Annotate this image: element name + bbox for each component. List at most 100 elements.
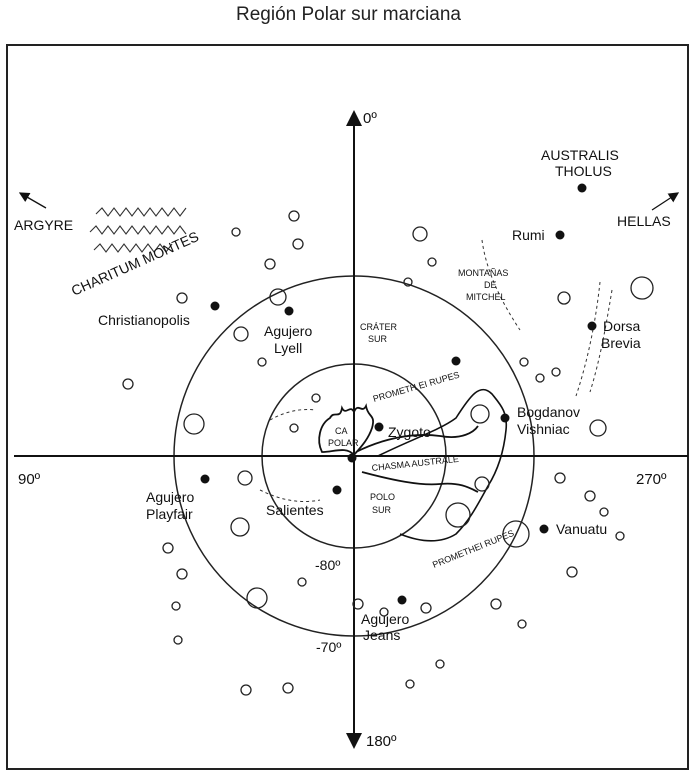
label-bogdanov-2: Vishniac <box>517 421 570 437</box>
crater <box>269 288 287 306</box>
label-polo-1: POLO <box>370 492 395 502</box>
crater <box>470 404 490 424</box>
crater <box>589 419 607 437</box>
direction-hellas: HELLAS <box>617 213 671 229</box>
dot-crater-sur <box>451 356 461 366</box>
crater <box>173 635 183 645</box>
crater <box>246 587 268 609</box>
dot-salientes <box>332 485 342 495</box>
crater <box>122 378 134 390</box>
dot-australis-tholus <box>577 183 587 193</box>
chasma-australe-outline <box>377 388 508 542</box>
crater <box>282 682 294 694</box>
label-montanas-2: DE <box>484 280 497 290</box>
crater <box>584 490 596 502</box>
label-playfair-1: Agujero <box>146 489 194 505</box>
dot-lyell <box>284 306 294 316</box>
label-australis-1: AUSTRALIS <box>541 147 619 163</box>
hellas-arrow <box>651 192 680 211</box>
crater <box>297 577 307 587</box>
crater <box>599 507 609 517</box>
scarp-lines <box>259 239 613 503</box>
label-dorsa-2: Brevia <box>601 335 641 351</box>
crater <box>176 292 188 304</box>
map-title: Región Polar sur marciana <box>236 4 461 25</box>
crater <box>445 502 471 528</box>
axis-label-top: 0º <box>363 110 377 127</box>
crater <box>615 531 625 541</box>
crater <box>474 476 490 492</box>
ring-label-outer: -70º <box>316 639 341 655</box>
label-bogdanov-1: Bogdanov <box>517 404 580 420</box>
crater <box>535 373 545 383</box>
label-lyell-2: Lyell <box>274 340 302 356</box>
dot-vanuatu <box>539 524 549 534</box>
crater <box>257 357 267 367</box>
crater <box>311 393 321 403</box>
charitum-montes-ridges <box>89 207 187 253</box>
ring-label-inner: -80º <box>315 557 340 573</box>
dot-playfair <box>200 474 210 484</box>
crater <box>566 566 578 578</box>
label-christianopolis: Christianopolis <box>98 312 190 328</box>
dot-jeans <box>397 595 407 605</box>
crater <box>490 598 502 610</box>
crater <box>171 601 181 611</box>
crater <box>237 470 253 486</box>
crater <box>183 413 205 435</box>
dot-pole <box>347 453 357 463</box>
crater <box>519 357 529 367</box>
location-dots <box>200 183 597 605</box>
crater <box>551 367 561 377</box>
crater <box>352 598 364 610</box>
label-crater-1: CRÁTER <box>360 322 398 332</box>
label-rumi: Rumi <box>512 227 545 243</box>
crater <box>233 326 249 342</box>
crater <box>405 679 415 689</box>
label-polo-2: SUR <box>372 505 392 515</box>
dot-dorsa-brevia <box>587 321 597 331</box>
crater <box>162 542 174 554</box>
crater <box>231 227 241 237</box>
crater <box>176 568 188 580</box>
label-casquete-1: CA <box>335 426 348 436</box>
dot-zygoto <box>374 422 384 432</box>
crater <box>502 520 530 548</box>
crater <box>240 684 252 696</box>
label-montanas-1: MONTAÑAS <box>458 268 508 278</box>
crater <box>379 607 389 617</box>
label-australis-2: THOLUS <box>555 163 612 179</box>
crater <box>264 258 276 270</box>
label-jeans-1: Agujero <box>361 611 409 627</box>
crater <box>289 423 299 433</box>
craters <box>122 210 654 696</box>
dot-rumi <box>555 230 565 240</box>
crater <box>230 517 250 537</box>
crater <box>292 238 304 250</box>
label-montanas-3: MITCHEL <box>466 292 506 302</box>
axis-label-right: 270º <box>636 471 667 488</box>
label-casquete-2: POLAR <box>328 438 359 448</box>
crater <box>517 619 527 629</box>
axis-label-bottom: 180º <box>366 733 397 750</box>
crater <box>630 276 654 300</box>
label-promethei: PROMETHEI RUPES <box>431 528 515 570</box>
crater <box>554 472 566 484</box>
label-salientes: Salientes <box>266 502 324 518</box>
label-vanuatu: Vanuatu <box>556 521 607 537</box>
direction-argyre: ARGYRE <box>14 217 73 233</box>
label-jeans-2: Jeans <box>363 627 400 643</box>
crater <box>412 226 428 242</box>
dot-bogdanov <box>500 413 510 423</box>
crater <box>403 277 413 287</box>
crater <box>557 291 571 305</box>
label-zygoto: Zygoto <box>388 424 431 440</box>
polar-cap-shape <box>318 403 479 493</box>
dot-christianopolis <box>210 301 220 311</box>
label-charitum-montes: CHARITUM MONTES <box>69 228 201 299</box>
label-dorsa-1: Dorsa <box>603 318 641 334</box>
label-crater-2: SUR <box>368 334 388 344</box>
crater <box>420 602 432 614</box>
crater <box>288 210 300 222</box>
